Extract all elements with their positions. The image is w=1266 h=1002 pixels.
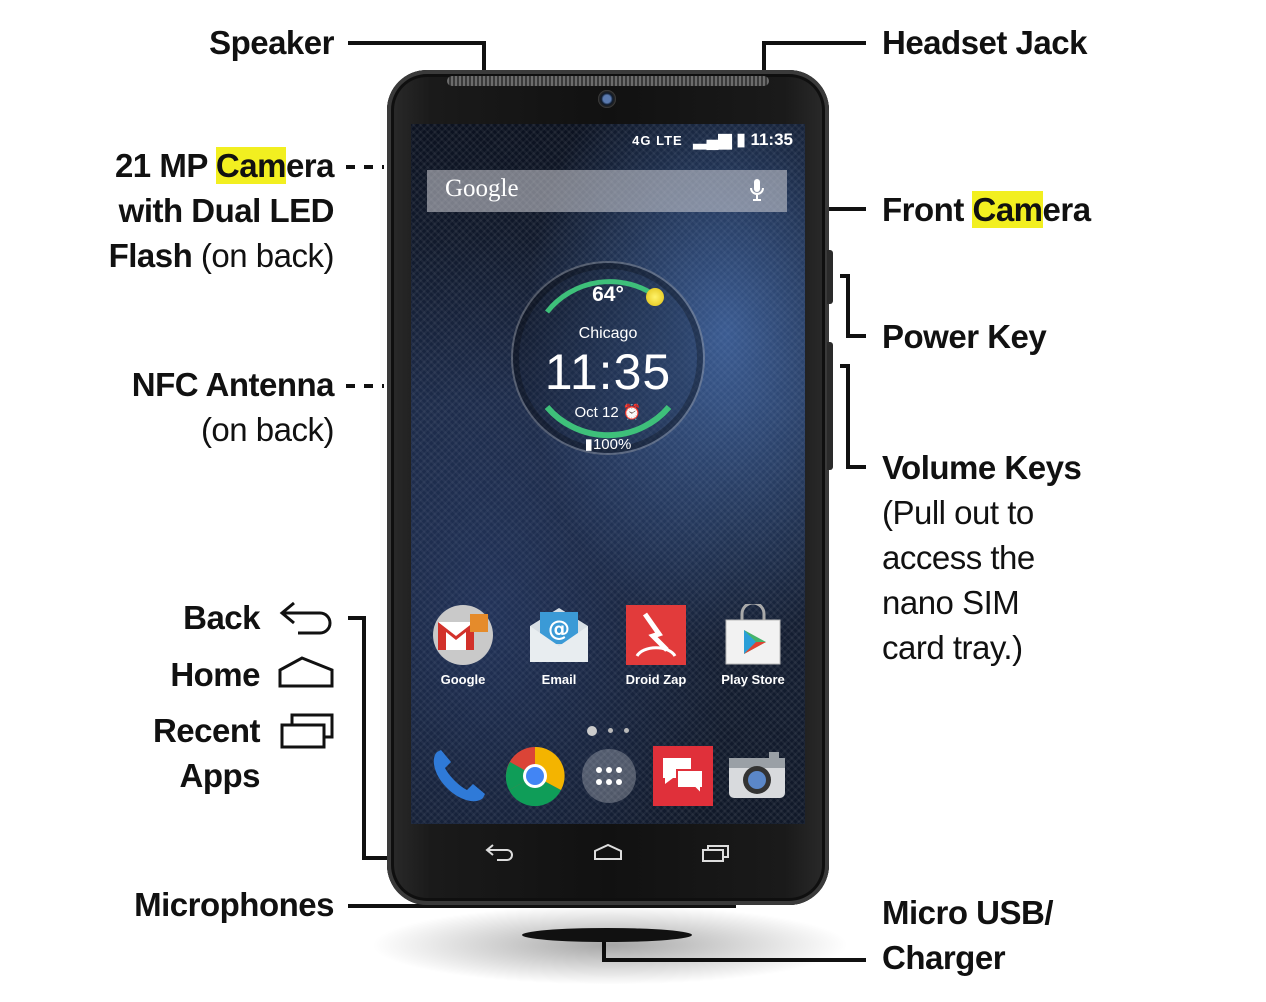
app-play-store[interactable]: Play Store <box>713 601 793 687</box>
volume-keys <box>827 342 833 470</box>
svg-text:@: @ <box>548 617 570 642</box>
status-time: 11:35 <box>750 130 793 149</box>
power-key-label: Power Key <box>882 318 1047 355</box>
recent-apps-button[interactable] <box>701 842 731 870</box>
recent-apps-label: Recent Apps <box>152 712 261 794</box>
battery-small-icon: ▮ <box>584 436 593 453</box>
weather-temperature: 64° <box>592 283 624 306</box>
play-store-icon <box>722 601 784 666</box>
clock-widget[interactable]: 64° Chicago 11:35 Oct 12 ⏰ ▮100% <box>511 261 705 455</box>
battery-level: ▮100% <box>584 436 632 453</box>
clock-arcs <box>544 279 672 439</box>
app-email[interactable]: @ Email <box>519 604 599 687</box>
back-label: Back <box>183 599 260 636</box>
volume-keys-leader-line <box>840 364 866 469</box>
google-logo: Google <box>445 175 519 202</box>
headset-jack-label: Headset Jack <box>882 24 1087 61</box>
front-camera-lens <box>598 90 616 108</box>
google-apps-folder-icon <box>432 604 494 666</box>
app-google[interactable]: Google <box>423 604 503 687</box>
back-button[interactable] <box>485 842 515 870</box>
power-key-leader-line <box>840 274 866 338</box>
messaging-icon[interactable] <box>651 744 715 813</box>
volume-keys-label: Volume Keys (Pull out to access the nano… <box>882 449 1082 666</box>
chrome-icon[interactable] <box>503 744 567 813</box>
speaker-grille <box>447 76 769 86</box>
status-bar: 4G LTE ▂▄▆ ▮ 11:35 <box>632 130 793 150</box>
home-label: Home <box>170 656 260 693</box>
signal-icon: ▂▄▆ <box>693 130 732 149</box>
network-indicator: 4G LTE <box>632 133 683 148</box>
email-icon: @ <box>528 604 590 666</box>
page-indicator <box>587 722 640 740</box>
camera-app-icon[interactable] <box>725 744 789 813</box>
nfc-antenna-label: NFC Antenna (on back) <box>131 366 335 448</box>
recent-apps-diagram-icon <box>280 723 326 749</box>
power-key <box>827 250 833 304</box>
home-button[interactable] <box>593 842 623 870</box>
droid-zap-icon <box>625 604 687 666</box>
phone-screen: 4G LTE ▂▄▆ ▮ 11:35 Google 64° Chicago 11… <box>411 124 805 824</box>
clock-time: 11:35 <box>544 344 672 400</box>
alarm-icon: ⏰ <box>622 404 642 421</box>
weather-city: Chicago <box>578 325 638 342</box>
usb-leader-line <box>602 934 866 962</box>
headset-jack-leader-line <box>762 41 866 72</box>
micro-usb-port <box>522 928 692 942</box>
app-drawer-icon[interactable] <box>579 746 639 811</box>
google-search-bar[interactable]: Google <box>427 170 787 212</box>
rear-camera-label: 21 MP Camera with Dual LED Flash (on bac… <box>108 147 335 274</box>
front-camera-label: Front Camera <box>882 191 1091 228</box>
phone-shadow <box>370 905 850 985</box>
phone-device: 4G LTE ▂▄▆ ▮ 11:35 Google 64° Chicago 11… <box>387 70 833 942</box>
speaker-leader-line <box>348 41 486 76</box>
navigation-bar <box>411 824 805 890</box>
clock-date: Oct 12 ⏰ <box>574 404 642 421</box>
microphone-icon[interactable] <box>749 178 765 208</box>
home-diagram-icon <box>278 656 334 688</box>
battery-icon: ▮ <box>736 130 746 149</box>
usb-charger-label: Micro USB/ Charger <box>882 894 1054 976</box>
microphones-label: Microphones <box>134 886 334 923</box>
speaker-label: Speaker <box>209 24 334 61</box>
phone-app-icon[interactable] <box>427 744 491 813</box>
weather-sun-icon <box>646 288 664 306</box>
app-droid-zap[interactable]: Droid Zap <box>616 604 696 687</box>
back-diagram-icon <box>279 601 332 635</box>
